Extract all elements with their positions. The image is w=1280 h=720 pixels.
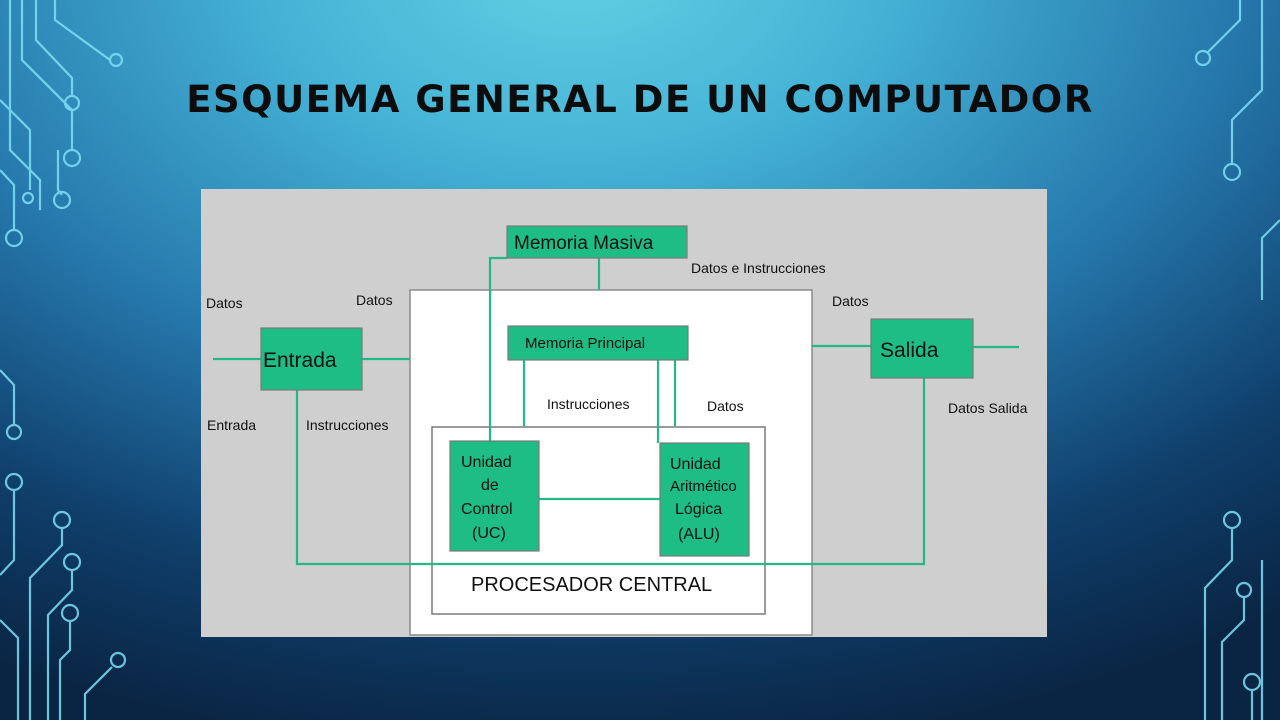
uc-label-line-4: (UC) — [472, 525, 506, 542]
entrada-box — [260, 327, 363, 391]
alu-label-line-1: Unidad — [670, 456, 721, 473]
alu-box — [659, 442, 750, 557]
alu-label-line-2: Aritmético — [670, 478, 737, 495]
slide-title: ESQUEMA GENERAL DE UN COMPUTADOR — [186, 78, 1094, 121]
label-datos-salida: Datos Salida — [948, 400, 1028, 416]
label-datos-to-center: Datos — [356, 292, 393, 308]
uc-label-line-3: Control — [461, 501, 513, 518]
memoria-masiva-label: Memoria Masiva — [514, 233, 654, 254]
procesador-central-label: PROCESADOR CENTRAL — [471, 574, 712, 596]
label-datos-instrucciones: Datos e Instrucciones — [691, 260, 826, 276]
label-instrucciones-mid: Instrucciones — [547, 396, 629, 412]
label-datos-from-center: Datos — [832, 293, 869, 309]
entrada-label: Entrada — [263, 349, 337, 372]
salida-box — [870, 318, 974, 379]
memoria-principal-box — [507, 325, 689, 361]
label-datos-in-left: Datos — [206, 295, 243, 311]
computer-block-diagram: Memoria Masiva Memoria Principal Entrada… — [201, 189, 1047, 637]
memoria-principal-label: Memoria Principal — [525, 335, 645, 352]
alu-label-line-3: Lógica — [675, 501, 722, 518]
label-datos-mid: Datos — [707, 398, 744, 414]
memoria-masiva-box — [506, 225, 688, 259]
label-entrada-caption: Entrada — [207, 417, 256, 433]
uc-box — [449, 440, 540, 552]
alu-label-line-4: (ALU) — [678, 526, 720, 543]
line-bus-bottom — [295, 378, 926, 566]
label-instrucciones-left: Instrucciones — [306, 417, 388, 433]
salida-label: Salida — [880, 339, 939, 362]
uc-label-line-2: de — [481, 477, 499, 494]
line-masiva-to-uc — [488, 256, 507, 441]
uc-label-line-1: Unidad — [461, 454, 512, 471]
